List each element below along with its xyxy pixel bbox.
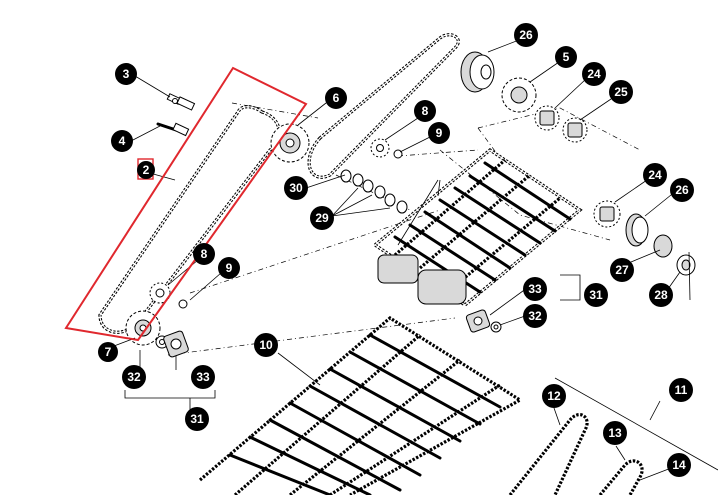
lower-right-chains [508, 377, 718, 495]
highlight-box [64, 66, 308, 342]
callout-14[interactable]: 14 [667, 453, 691, 477]
callout-11[interactable]: 11 [669, 378, 693, 402]
upper-chain [307, 33, 460, 179]
callout-13[interactable]: 13 [603, 421, 627, 445]
callout-2[interactable]: 2 [137, 161, 155, 179]
svg-text:30: 30 [289, 181, 303, 195]
callout-29[interactable]: 29 [310, 206, 334, 230]
svg-text:8: 8 [422, 104, 429, 118]
svg-text:24: 24 [587, 67, 601, 81]
callout-33-lower[interactable]: 33 [191, 365, 215, 389]
leader-lines [113, 39, 691, 481]
sprocket-25 [562, 117, 588, 143]
svg-text:33: 33 [196, 370, 210, 384]
callout-33-right[interactable]: 33 [523, 277, 547, 301]
svg-text:5: 5 [563, 50, 570, 64]
callout-25[interactable]: 25 [609, 80, 633, 104]
svg-text:32: 32 [528, 309, 542, 323]
sprocket-6 [270, 123, 310, 163]
callout-32-lower[interactable]: 32 [122, 365, 146, 389]
svg-text:24: 24 [648, 168, 662, 182]
svg-text:27: 27 [615, 263, 629, 277]
callout-26-upper[interactable]: 26 [514, 23, 538, 47]
svg-text:26: 26 [519, 28, 533, 42]
callout-31-right[interactable]: 31 [584, 283, 608, 307]
callout-28[interactable]: 28 [649, 283, 673, 307]
svg-text:32: 32 [127, 370, 141, 384]
svg-text:33: 33 [528, 282, 542, 296]
callout-9-upper[interactable]: 9 [428, 122, 450, 144]
callout-24-right[interactable]: 24 [643, 163, 667, 187]
sprocket-8-lower [149, 282, 188, 309]
svg-text:10: 10 [259, 338, 273, 352]
svg-text:12: 12 [547, 389, 561, 403]
callout-31-lower[interactable]: 31 [185, 407, 209, 431]
upper-conveyor [372, 148, 583, 307]
svg-text:28: 28 [654, 288, 668, 302]
lower-conveyor [198, 316, 524, 495]
svg-text:14: 14 [672, 458, 686, 472]
bearing-right [465, 309, 502, 333]
callout-12[interactable]: 12 [542, 384, 566, 408]
svg-text:25: 25 [614, 85, 628, 99]
svg-text:26: 26 [675, 183, 689, 197]
svg-text:31: 31 [589, 288, 603, 302]
callout-30[interactable]: 30 [284, 176, 308, 200]
callout-9-lower[interactable]: 9 [218, 257, 240, 279]
connecting-link-hardware [156, 93, 196, 137]
washers-29-30 [340, 169, 408, 214]
callout-7[interactable]: 7 [98, 342, 118, 362]
svg-text:4: 4 [119, 134, 126, 148]
hub-26-upper [460, 51, 495, 93]
svg-text:31: 31 [190, 412, 204, 426]
svg-text:9: 9 [226, 261, 233, 275]
svg-text:3: 3 [123, 67, 130, 81]
callout-3[interactable]: 3 [115, 63, 137, 85]
svg-text:11: 11 [675, 383, 688, 397]
svg-text:2: 2 [143, 163, 150, 177]
svg-text:7: 7 [105, 345, 112, 359]
svg-text:9: 9 [436, 126, 443, 140]
svg-text:29: 29 [315, 211, 329, 225]
callout-6[interactable]: 6 [325, 87, 347, 109]
sprocket-8-upper [370, 138, 403, 159]
svg-text:6: 6 [333, 91, 340, 105]
svg-text:13: 13 [608, 426, 622, 440]
callout-26-right[interactable]: 26 [670, 178, 694, 202]
callout-24-upper[interactable]: 24 [582, 62, 606, 86]
bearing-lower [155, 330, 189, 358]
right-drive-components [593, 200, 696, 276]
callout-4[interactable]: 4 [111, 130, 133, 152]
callout-27[interactable]: 27 [610, 258, 634, 282]
callout-5[interactable]: 5 [555, 46, 577, 68]
callout-8-lower[interactable]: 8 [193, 243, 215, 265]
sprocket-24-upper [534, 105, 560, 131]
callout-10[interactable]: 10 [254, 333, 278, 357]
callout-8-upper[interactable]: 8 [414, 100, 436, 122]
sprocket-5 [501, 77, 537, 113]
svg-text:8: 8 [201, 247, 208, 261]
callout-32-right[interactable]: 32 [523, 304, 547, 328]
